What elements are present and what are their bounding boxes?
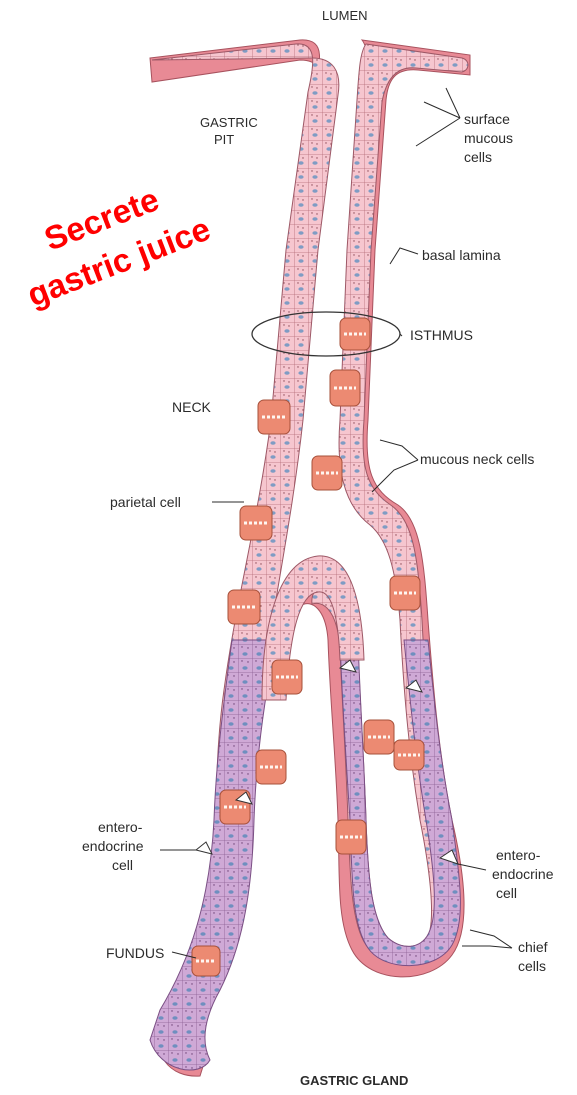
- label-entero-left-1: entero-: [98, 819, 143, 835]
- label-chief-2: cells: [518, 958, 546, 974]
- label-chief-1: chief: [518, 939, 548, 955]
- label-mucous-neck-cells: mucous neck cells: [420, 451, 534, 467]
- label-gastric-pit-2: PIT: [214, 132, 234, 147]
- label-entero-right-1: entero-: [496, 847, 541, 863]
- label-isthmus: ISTHMUS: [410, 327, 473, 343]
- label-entero-right-2: endocrine: [492, 866, 554, 882]
- label-gastric-pit-1: GASTRIC: [200, 115, 258, 130]
- caption: GASTRIC GLAND: [300, 1073, 408, 1088]
- label-entero-left-2: endocrine: [82, 838, 144, 854]
- label-surface-mucous-2: mucous: [464, 130, 513, 146]
- label-neck: NECK: [172, 399, 212, 415]
- label-surface-mucous-3: cells: [464, 149, 492, 165]
- label-lumen: LUMEN: [322, 8, 368, 23]
- label-basal-lamina: basal lamina: [422, 247, 501, 263]
- label-fundus: FUNDUS: [106, 945, 164, 961]
- label-entero-left-3: cell: [112, 857, 133, 873]
- overlay-annotation: Secrete gastric juice: [6, 167, 216, 314]
- label-parietal-cell: parietal cell: [110, 494, 181, 510]
- label-surface-mucous-1: surface: [464, 111, 510, 127]
- isthmus-ring: [252, 312, 400, 356]
- label-entero-right-3: cell: [496, 885, 517, 901]
